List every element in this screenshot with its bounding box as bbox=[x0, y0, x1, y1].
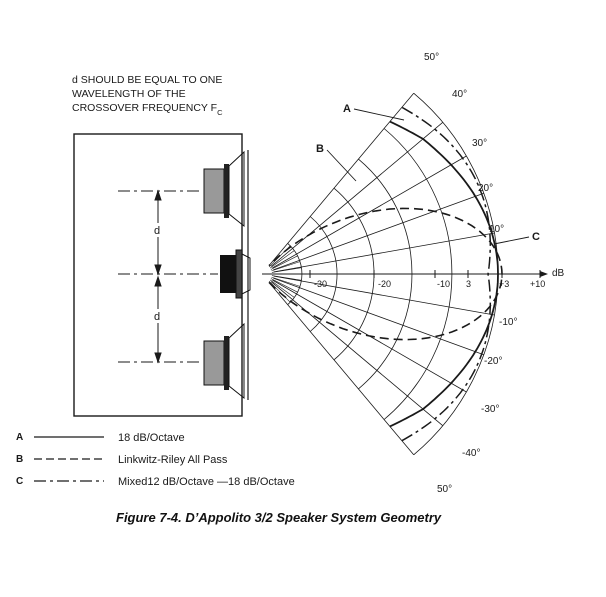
db-axis: dB bbox=[262, 268, 565, 279]
legend-key: A bbox=[16, 432, 23, 443]
grid-radial-line bbox=[273, 232, 495, 273]
legend-text: 18 dB/Octave bbox=[118, 432, 185, 444]
angle-label: -40° bbox=[462, 448, 480, 459]
legend: A 18 dB/Octave B Linkwitz-Riley All Pass… bbox=[16, 432, 295, 488]
grid-radial-line bbox=[269, 282, 415, 456]
angle-label: -10° bbox=[499, 317, 517, 328]
figure-caption: Figure 7-4. D’Appolito 3/2 Speaker Syste… bbox=[116, 510, 442, 525]
grid-fan-line bbox=[269, 250, 295, 269]
angle-label: 40° bbox=[452, 89, 467, 100]
angle-labels: 50° 40° 30° 20° 10° -10° -20° -30° -40° … bbox=[424, 52, 517, 495]
grid-radial-line bbox=[273, 277, 484, 356]
legend-text: Linkwitz-Riley All Pass bbox=[118, 454, 228, 466]
db-tick-label: +10 bbox=[530, 279, 545, 289]
db-tick-labels: -30 -20 -10 3 +3 +10 bbox=[314, 279, 545, 289]
spacing-label-lower: d bbox=[154, 311, 160, 323]
grid-fan-line bbox=[271, 275, 302, 281]
driver-centerlines bbox=[118, 190, 218, 363]
db-axis-unit: dB bbox=[552, 268, 565, 279]
woofer-bottom bbox=[203, 322, 245, 400]
grid-radial-line bbox=[273, 192, 484, 271]
db-tick-label: 3 bbox=[466, 279, 471, 289]
callout-a: A bbox=[343, 103, 351, 115]
legend-key: B bbox=[16, 454, 23, 465]
grid-radial-line bbox=[273, 275, 495, 316]
grid-radial-line bbox=[270, 121, 444, 267]
angle-label: 50° bbox=[424, 52, 439, 63]
grid-fan-line bbox=[270, 255, 298, 270]
db-tick-label: -20 bbox=[378, 279, 391, 289]
grid-fan-line bbox=[271, 276, 301, 287]
tweeter-center bbox=[220, 249, 251, 299]
grid-fan-line bbox=[270, 278, 298, 293]
db-tick-label: -10 bbox=[437, 279, 450, 289]
angle-label: -30° bbox=[481, 404, 499, 415]
grid-fan-line bbox=[269, 279, 295, 298]
grid-radial-line bbox=[272, 155, 467, 269]
callout-c: C bbox=[532, 231, 540, 243]
grid-radial-line bbox=[270, 281, 444, 427]
grid-fan-line bbox=[271, 261, 301, 272]
angle-label: 10° bbox=[489, 224, 504, 235]
legend-item-b: B Linkwitz-Riley All Pass bbox=[16, 454, 228, 466]
grid-fan-line bbox=[271, 267, 302, 273]
note-line-2: WAVELENGTH OF THE bbox=[72, 88, 186, 100]
db-tick-label: -30 bbox=[314, 279, 327, 289]
angle-label: 20° bbox=[478, 183, 493, 194]
legend-key: C bbox=[16, 476, 23, 487]
db-tick-label: +3 bbox=[499, 279, 509, 289]
angle-label: -20° bbox=[484, 356, 502, 367]
grid-radial-line bbox=[269, 92, 415, 266]
spacing-label-upper: d bbox=[154, 225, 160, 237]
angle-label: 50° bbox=[437, 484, 452, 495]
callout-b: B bbox=[316, 143, 324, 155]
legend-item-a: A 18 dB/Octave bbox=[16, 432, 185, 444]
spacing-dimension bbox=[154, 189, 162, 364]
woofer-top bbox=[203, 150, 245, 228]
legend-text: Mixed12 dB/Octave —18 dB/Octave bbox=[118, 476, 295, 488]
wavelength-note: d SHOULD BE EQUAL TO ONE WAVELENGTH OF T… bbox=[72, 74, 223, 117]
curve-callouts: A B C bbox=[316, 103, 540, 245]
note-line-1: d SHOULD BE EQUAL TO ONE bbox=[72, 74, 222, 86]
legend-item-c: C Mixed12 dB/Octave —18 dB/Octave bbox=[16, 476, 295, 488]
angle-label: 30° bbox=[472, 138, 487, 149]
note-line-3: CROSSOVER FREQUENCY FC bbox=[72, 102, 223, 117]
